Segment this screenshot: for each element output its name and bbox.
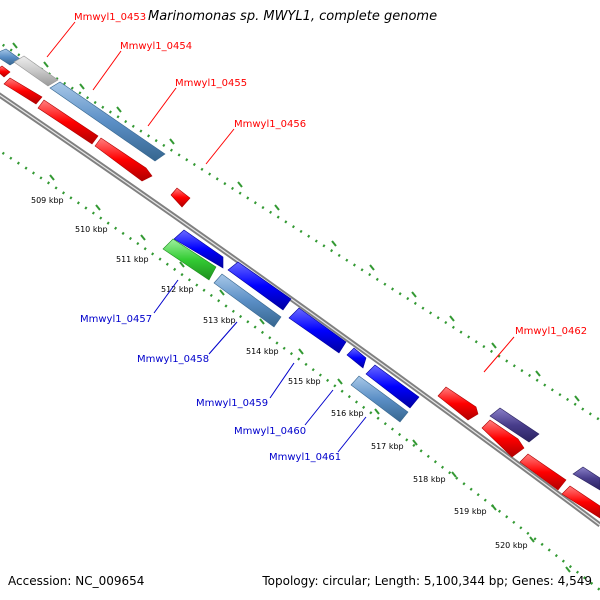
- gene-feature[interactable]: [519, 453, 567, 491]
- tick-label-515: 515 kbp: [288, 377, 321, 386]
- tick-label-511: 511 kbp: [116, 255, 149, 264]
- tick-labels: 509 kbp 510 kbp 511 kbp 512 kbp 513 kbp …: [31, 196, 528, 550]
- tick-label-510: 510 kbp: [75, 225, 108, 234]
- inner-guide-line: [0, 149, 600, 591]
- gene-feature[interactable]: [49, 81, 166, 162]
- genome-backbone-highlight: [0, 94, 600, 526]
- gene-feature[interactable]: [170, 187, 191, 208]
- gene-feature[interactable]: [94, 137, 153, 182]
- tick-label-509: 509 kbp: [31, 196, 64, 205]
- tick-label-517: 517 kbp: [371, 442, 404, 451]
- genome-title: Marinomonas sp. MWYL1, complete genome: [148, 9, 438, 24]
- gene-feature[interactable]: [37, 99, 99, 145]
- reverse-label-leaders: [153, 279, 367, 453]
- gene-feature[interactable]: [572, 466, 600, 491]
- gene-feature[interactable]: [162, 238, 217, 281]
- forward-strand-red-genes: [0, 65, 600, 519]
- inner-tick-marks: [49, 174, 571, 573]
- gene-feature[interactable]: [173, 229, 224, 269]
- tick-label-513: 513 kbp: [203, 316, 236, 325]
- tick-label-514: 514 kbp: [246, 347, 279, 356]
- forward-label-leaders: [46, 21, 515, 373]
- topology-text: Topology: circular; Length: 5,100,344 bp…: [262, 574, 592, 588]
- tick-label-512: 512 kbp: [161, 285, 194, 294]
- gene-feature[interactable]: [0, 65, 11, 78]
- outer-guide-line: [0, 41, 600, 422]
- accession-text: Accession: NC_009654: [8, 574, 145, 588]
- gene-feature[interactable]: [213, 273, 282, 328]
- tick-label-520: 520 kbp: [495, 541, 528, 550]
- reverse-strand-genes: [162, 229, 420, 423]
- gene-feature[interactable]: [350, 375, 409, 423]
- gene-feature[interactable]: [489, 407, 540, 443]
- gene-feature[interactable]: [437, 386, 479, 421]
- forward-strand-genes: [0, 48, 600, 491]
- gene-feature[interactable]: [227, 261, 292, 311]
- gene-feature[interactable]: [3, 77, 43, 105]
- gene-feature[interactable]: [365, 364, 420, 409]
- gene-feature[interactable]: [13, 55, 59, 87]
- tick-label-516: 516 kbp: [331, 409, 364, 418]
- gene-feature[interactable]: [561, 485, 600, 519]
- gene-feature[interactable]: [346, 347, 367, 369]
- tick-label-519: 519 kbp: [454, 507, 487, 516]
- gene-feature[interactable]: [481, 419, 525, 458]
- tick-label-518: 518 kbp: [413, 475, 446, 484]
- gene-feature[interactable]: [288, 307, 347, 354]
- outer-tick-marks: [12, 42, 580, 402]
